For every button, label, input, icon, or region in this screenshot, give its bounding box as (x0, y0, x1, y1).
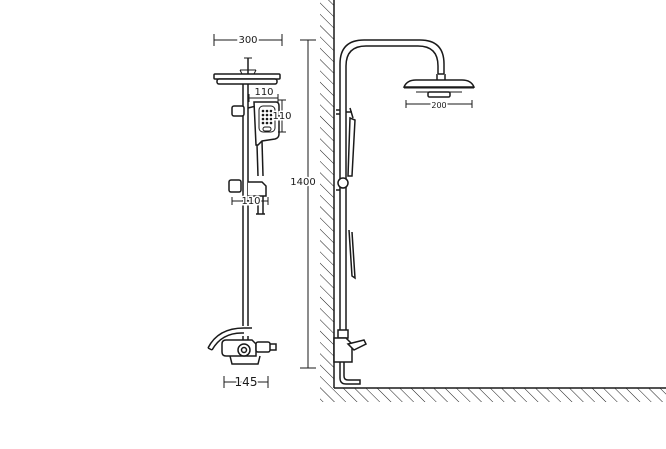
dim-head-width-side (405, 100, 473, 108)
slide-bracket (228, 179, 267, 215)
shower-head-front (213, 69, 281, 85)
label-handset-width: 110 (254, 87, 273, 98)
hand-shower-side (347, 116, 356, 177)
dim-mixer-width (231, 197, 269, 205)
dim-handset-height (278, 99, 286, 133)
shower-head-side (402, 79, 476, 98)
dim-spout-width (223, 376, 269, 388)
slide-bracket-side (336, 177, 349, 191)
side-view (320, 0, 666, 402)
label-mixer-width: 110 (241, 196, 260, 207)
label-total-height: 1400 (290, 177, 315, 188)
handset-holder-top (231, 105, 257, 117)
holder-side (336, 107, 354, 119)
riser-pipe (242, 84, 249, 326)
mixer-body (207, 327, 277, 365)
mixer-side (333, 329, 368, 385)
nozzle-dots (261, 109, 273, 125)
hose-side (348, 229, 356, 280)
wall (320, 0, 666, 402)
dimension-labels: 300 110 110 110 1400 145 200 (233, 33, 448, 391)
label-handset-height: 110 (272, 111, 291, 122)
riser-side (339, 39, 446, 330)
dim-total-height (300, 39, 316, 369)
dim-handset-width (248, 94, 279, 102)
hand-shower (253, 101, 280, 177)
dim-head-width-front (213, 34, 283, 46)
front-view (207, 34, 286, 388)
label-head-width-front: 300 (238, 35, 257, 46)
label-head-width-side: 200 (431, 101, 446, 110)
label-spout-width: 145 (235, 375, 258, 389)
